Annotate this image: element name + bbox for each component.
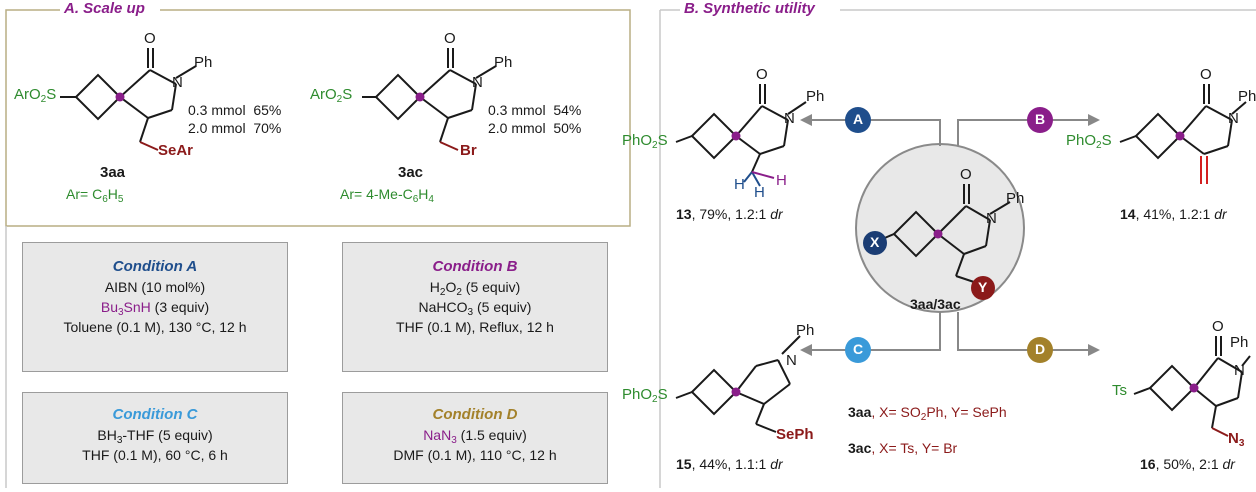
condition-d-title: Condition D (432, 406, 518, 423)
condition-c-box: Condition C BH3-THF (5 equiv) THF (0.1 M… (22, 392, 288, 484)
condition-a-box: Condition A AIBN (10 mol%) Bu3SnH (3 equ… (22, 242, 288, 372)
oxygen-label: O (144, 30, 156, 47)
phenyl-label: Ph (1230, 334, 1249, 351)
scale-row-2: 2.0 mmol 70% (188, 120, 282, 136)
badge-c-letter: C (853, 341, 864, 357)
stereocenter-dot (115, 92, 125, 102)
stereocenter-dot (415, 92, 425, 102)
x-substituent-badge (863, 231, 887, 255)
scale-row-1: 0.3 mmol 65% (188, 102, 282, 118)
pho2s-label: PhO2S (622, 386, 668, 405)
aryl-definition: Ar= 4-Me-C6H4 (340, 186, 434, 205)
condition-d-line-1: NaN3 (1.5 equiv) (423, 427, 527, 446)
product-13-caption: 13, 79%, 1.2:1 dr (676, 206, 783, 222)
nitrogen-label: N (1234, 362, 1245, 379)
condition-b-line-3: THF (0.1 M), Reflux, 12 h (396, 319, 554, 335)
nitrogen-label: N (786, 352, 797, 369)
y-substituent-badge (971, 276, 995, 300)
section-b-header: B. Synthetic utility (680, 0, 819, 17)
molecule-15 (675, 335, 801, 433)
azide-label: N3 (1228, 430, 1245, 449)
hydrogen-label: H (776, 172, 787, 189)
section-a-frame (5, 9, 631, 227)
center-note-1: 3aa, X= SO2Ph, Y= SePh (848, 404, 1007, 423)
section-a-header: A. Scale up (60, 0, 149, 17)
pho2s-label: PhO2S (622, 132, 668, 151)
molecule-3aa (60, 48, 197, 151)
nitrogen-label: N (472, 74, 483, 91)
aro2s-label-3ac: ArO2S (310, 86, 353, 105)
stereocenter-dot (1189, 383, 1199, 393)
condition-b-line-2: NaHCO3 (5 equiv) (418, 299, 532, 318)
nitrogen-label: N (986, 210, 997, 227)
stereocenter-dot (1175, 131, 1185, 141)
condition-a-line-1: AIBN (10 mol%) (104, 279, 206, 295)
substituent-label: SePh (776, 426, 814, 443)
condition-d-box: Condition D NaN3 (1.5 equiv) DMF (0.1 M)… (342, 392, 608, 484)
phenyl-label: Ph (494, 54, 513, 71)
phenyl-label: Ph (194, 54, 213, 71)
molecule-13 (675, 84, 807, 187)
phenyl-label: Ph (1006, 190, 1025, 207)
condition-b-box: Condition B H2O2 (5 equiv) NaHCO3 (5 equ… (342, 242, 608, 372)
arrow-heads (800, 114, 1100, 356)
badge-a (845, 107, 871, 133)
badge-c (845, 337, 871, 363)
pho2s-label: PhO2S (1066, 132, 1112, 151)
condition-c-line-1: BH3-THF (5 equiv) (97, 427, 213, 446)
molecule-center (879, 184, 1011, 283)
badge-d-letter: D (1035, 341, 1046, 357)
condition-b-line-1: H2O2 (5 equiv) (429, 279, 521, 298)
condition-a-title: Condition A (112, 258, 198, 275)
hydrogen-label: H (734, 176, 745, 193)
center-compound-label: 3aa/3ac (910, 296, 961, 312)
badge-b-letter: B (1035, 111, 1046, 127)
oxygen-label: O (1200, 66, 1212, 83)
aryl-definition: Ar= C6H5 (66, 186, 124, 205)
stereocenter-dot (731, 131, 741, 141)
condition-c-title: Condition C (112, 406, 198, 423)
badge-b (1027, 107, 1053, 133)
phenyl-label: Ph (1238, 88, 1256, 105)
stereocenter-dot (731, 387, 741, 397)
oxygen-label: O (756, 66, 768, 83)
stereocenter-dot (933, 229, 943, 239)
scale-row-1: 0.3 mmol 54% (488, 102, 582, 118)
substituent-label: Br (460, 142, 477, 159)
compound-id: 3ac (398, 164, 424, 181)
tosyl-label: Ts (1112, 382, 1127, 399)
center-highlight-circle (855, 143, 1025, 313)
molecule-3ac (362, 48, 497, 151)
oxygen-label: O (444, 30, 456, 47)
section-b-frame (659, 9, 1256, 488)
y-badge-letter: Y (978, 279, 988, 295)
condition-b-title: Condition B (432, 258, 518, 275)
product-14-caption: 14, 41%, 1.2:1 dr (1120, 206, 1227, 222)
condition-a-line-2: Bu3SnH (3 equiv) (100, 299, 210, 318)
oxygen-label: O (1212, 318, 1224, 335)
condition-c-line-2: THF (0.1 M), 60 °C, 6 h (82, 447, 228, 463)
nitrogen-label: N (784, 110, 795, 127)
center-note-2: 3ac, X= Ts, Y= Br (848, 440, 958, 456)
x-badge-letter: X (870, 234, 880, 250)
product-16-caption: 16, 50%, 2:1 dr (1140, 456, 1235, 472)
nitrogen-label: N (172, 74, 183, 91)
substituent-label: SeAr (158, 142, 194, 159)
phenyl-label: Ph (796, 322, 815, 339)
oxygen-label: O (960, 166, 972, 183)
badge-d (1027, 337, 1053, 363)
hydrogen-label: H (754, 184, 765, 201)
scale-row-2: 2.0 mmol 50% (488, 120, 582, 136)
condition-a-line-3: Toluene (0.1 M), 130 °C, 12 h (63, 319, 247, 335)
phenyl-label: Ph (806, 88, 825, 105)
badge-a-letter: A (853, 111, 864, 127)
nitrogen-label: N (1228, 110, 1239, 127)
product-15-caption: 15, 44%, 1.1:1 dr (676, 456, 783, 472)
compound-id: 3aa (100, 164, 126, 181)
aro2s-label-3aa: ArO2S (14, 86, 57, 105)
condition-d-line-2: DMF (0.1 M), 110 °C, 12 h (393, 447, 557, 463)
